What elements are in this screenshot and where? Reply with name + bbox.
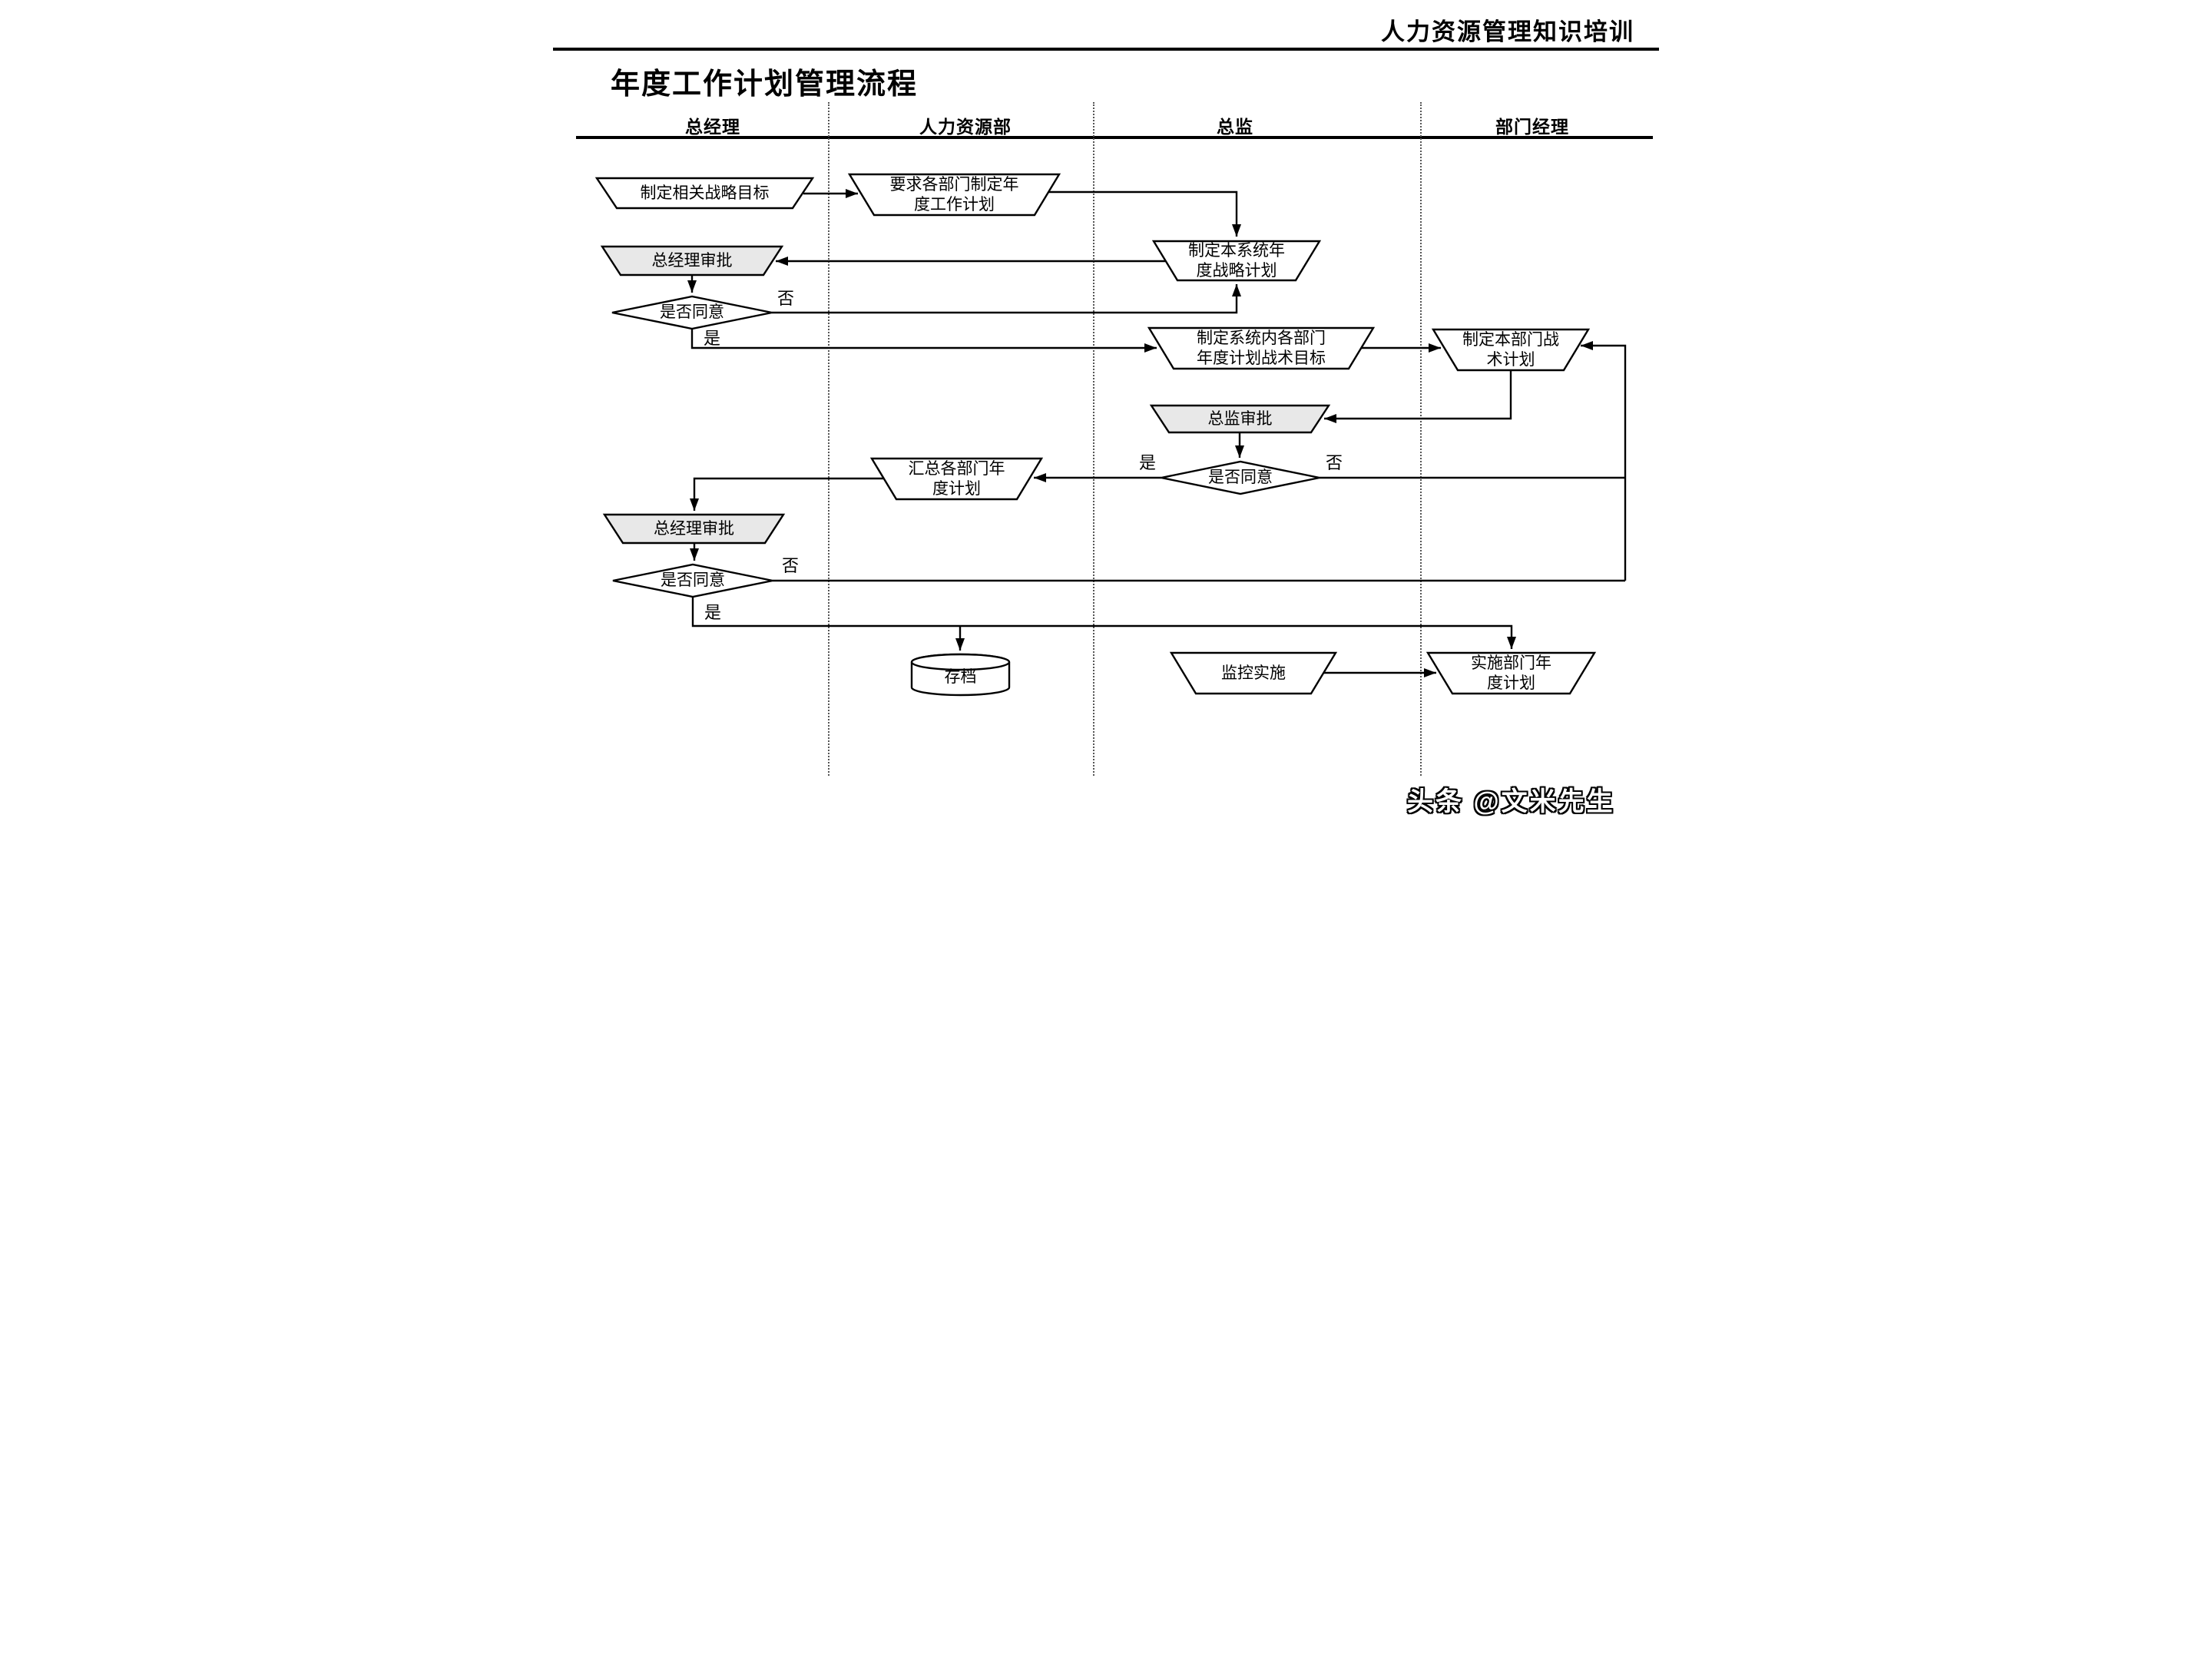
- edge-agree1-yes-to-tactical-goals: [690, 329, 1157, 353]
- lane-title-director: 总监: [1217, 117, 1253, 137]
- edge-dept-plan-to-director-approval: [1324, 370, 1512, 423]
- edge-label-no-1: 否: [777, 289, 795, 308]
- node-aggregate-plans-label: 汇总各部门年 度计划: [908, 459, 1005, 498]
- document-header-title: 人力资源管理知识培训: [1381, 18, 1634, 45]
- node-own-dept-tactical-plan-label: 制定本部门战 术计划: [1462, 330, 1559, 369]
- edge-label-no-3: 否: [782, 556, 800, 575]
- node-director-approval-shape: [1149, 404, 1331, 434]
- node-gm-approval2-label: 总经理审批: [654, 519, 734, 538]
- node-gm-agree2-diamond: [612, 563, 773, 598]
- flowchart-slide: 人力资源管理知识培训 年度工作计划管理流程 总经理 人力资源部 总监 部门经理: [553, 0, 1659, 830]
- node-system-strategic-plan-label: 制定本系统年 度战略计划: [1188, 241, 1285, 280]
- node-archive-cylinder-top: [910, 653, 1011, 671]
- edge-require-to-system-plan: [1048, 190, 1241, 237]
- header-divider-line: [553, 48, 1659, 51]
- node-own-dept-tactical-plan-shape: [1431, 328, 1591, 372]
- page-title: 年度工作计划管理流程: [611, 68, 919, 101]
- node-director-agree-label: 是否同意: [1208, 469, 1273, 486]
- lane-title-department-manager: 部门经理: [1495, 117, 1569, 137]
- watermark-text: 头条 @文米先生: [1407, 787, 1615, 816]
- node-director-agree-diamond: [1161, 460, 1320, 495]
- lane-title-hr-department: 人力资源部: [919, 117, 1012, 137]
- edge-label-yes-3: 是: [704, 603, 722, 622]
- node-gm-approval1-shape: [600, 245, 784, 276]
- flowchart-canvas: [594, 173, 1627, 697]
- edge-label-yes-1: 是: [704, 329, 721, 348]
- node-implement-dept-plan-label: 实施部门年 度计划: [1471, 654, 1551, 692]
- lane-divider-2: [1093, 102, 1094, 776]
- node-dept-tactical-goals-shape: [1147, 326, 1376, 370]
- edge-agree1-no-loop: [772, 284, 1241, 314]
- node-implement-dept-plan-shape: [1426, 651, 1597, 695]
- node-gm-agree1-diamond: [611, 295, 773, 330]
- node-gm-agree2-label: 是否同意: [661, 571, 725, 589]
- node-gm-approval2-shape: [602, 513, 786, 545]
- node-system-strategic-plan-shape: [1151, 240, 1322, 282]
- node-gm-agree1-label: 是否同意: [660, 303, 724, 321]
- node-monitor-implementation-label: 监控实施: [1221, 664, 1286, 682]
- node-strategic-goals-shape: [594, 177, 815, 210]
- node-director-approval-label: 总监审批: [1207, 409, 1273, 428]
- node-gm-approval1-label: 总经理审批: [651, 251, 733, 270]
- edge-label-yes-2: 是: [1139, 453, 1157, 472]
- node-require-dept-plans-shape: [847, 173, 1061, 217]
- lane-divider-3: [1420, 102, 1422, 776]
- edge-aggregate-to-gm-approval2: [690, 477, 883, 511]
- edge-no-loop-to-dept-plan: [1581, 341, 1627, 581]
- lane-header-underline: [576, 136, 1653, 139]
- node-monitor-implementation-shape: [1169, 651, 1338, 695]
- edge-label-no-2: 否: [1326, 453, 1343, 472]
- lane-title-general-manager: 总经理: [685, 117, 740, 137]
- node-archive-label: 存档: [944, 668, 977, 686]
- node-dept-tactical-goals-label: 制定系统内各部门 年度计划战术目标: [1197, 329, 1326, 367]
- lane-divider-1: [828, 102, 830, 776]
- edge-agree2-yes-to-implement: [691, 597, 1516, 649]
- node-strategic-goals-label: 制定相关战略目标: [640, 184, 770, 202]
- node-require-dept-plans-label: 要求各部门制定年 度工作计划: [889, 175, 1019, 214]
- node-aggregate-plans-shape: [869, 457, 1044, 501]
